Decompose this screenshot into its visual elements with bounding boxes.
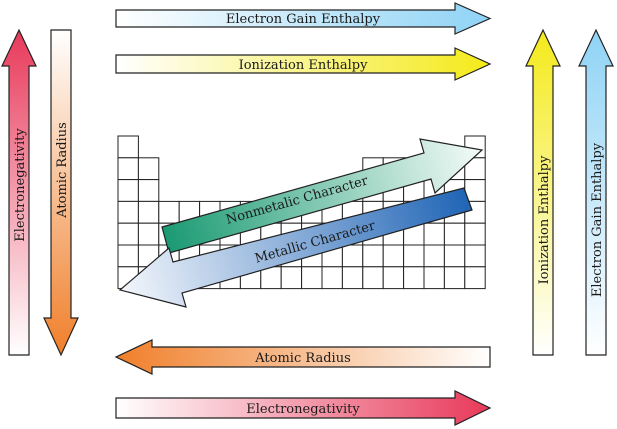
table-cell — [423, 222, 445, 246]
ionization-enthalpy-top-label: Ionization Enthalpy — [239, 58, 368, 73]
table-cell — [403, 244, 425, 268]
table-cell — [341, 266, 364, 290]
table-cell — [423, 266, 445, 290]
electron-gain-enthalpy-right-label: Electron Gain Enthalpy — [590, 142, 605, 297]
table-cell — [117, 200, 139, 224]
table-cell — [443, 222, 466, 246]
table-cell — [117, 179, 139, 202]
ionization-enthalpy-right-label: Ionization Enthalpy — [537, 155, 552, 284]
table-cell — [321, 266, 343, 290]
table-cell — [280, 266, 303, 290]
table-cell — [137, 157, 160, 181]
table-cell — [382, 244, 405, 268]
table-cell — [137, 222, 160, 246]
metallic-character-arrow — [118, 187, 473, 308]
table-cell — [403, 266, 425, 290]
table-cell — [117, 222, 139, 246]
table-cell — [423, 244, 445, 268]
table-cell — [464, 244, 486, 268]
nonmetallic-character-arrow — [161, 138, 484, 254]
atomic-radius-left-label: Atomic Radius — [55, 122, 70, 218]
atomic-radius-bottom-arrow — [114, 339, 491, 375]
electronegativity-bottom-label: Electronegativity — [246, 402, 360, 417]
table-cell — [117, 135, 139, 159]
table-cell — [158, 200, 180, 224]
table-cell — [301, 266, 323, 290]
atomic-radius-left-arrow — [43, 29, 79, 357]
electronegativity-left-label: Electronegativity — [13, 128, 28, 242]
table-cell — [464, 222, 486, 246]
table-cell — [443, 244, 466, 268]
table-cell — [464, 266, 486, 290]
table-cell — [117, 244, 139, 268]
electron-gain-enthalpy-top-arrow — [115, 2, 492, 35]
table-cell — [137, 200, 160, 224]
table-cell — [117, 157, 139, 181]
ionization-enthalpy-right-arrow — [525, 28, 561, 356]
table-cell — [443, 266, 466, 290]
electronegativity-bottom-arrow — [115, 390, 492, 426]
table-cell — [137, 179, 160, 202]
table-cell — [341, 244, 364, 268]
table-cell — [362, 244, 384, 268]
electron-gain-enthalpy-right-arrow — [578, 28, 614, 356]
table-cell — [362, 266, 384, 290]
ionization-enthalpy-top-arrow — [115, 47, 492, 81]
electron-gain-enthalpy-top-label: Electron Gain Enthalpy — [226, 12, 381, 27]
electronegativity-left-arrow — [1, 28, 37, 356]
table-cell — [382, 266, 405, 290]
atomic-radius-bottom-label: Atomic Radius — [254, 351, 350, 366]
